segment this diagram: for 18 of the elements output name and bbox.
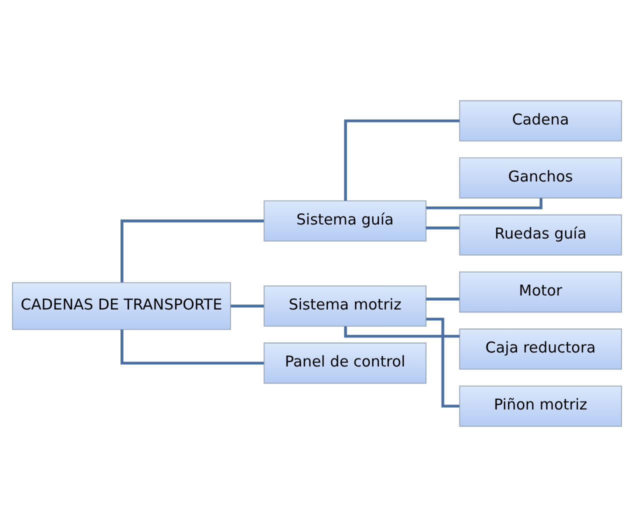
node-box: Caja reductora bbox=[459, 328, 622, 370]
connector bbox=[344, 119, 460, 201]
connector bbox=[120, 330, 264, 365]
connector bbox=[426, 298, 460, 300]
connector bbox=[230, 304, 264, 308]
node-box: Ruedas guía bbox=[459, 214, 622, 256]
node-box: Cadena bbox=[459, 100, 622, 142]
node-box: Ganchos bbox=[459, 157, 622, 198]
node-box: CADENAS DE TRANSPORTE bbox=[12, 282, 231, 330]
node-box: Sistema guía bbox=[264, 200, 426, 242]
connector bbox=[120, 220, 264, 282]
connector bbox=[426, 226, 460, 230]
node-box: Piñon motriz bbox=[459, 386, 622, 427]
node-box: Sistema motriz bbox=[264, 285, 426, 327]
node-box: Motor bbox=[459, 271, 622, 313]
connector bbox=[344, 326, 460, 338]
node-box: Panel de control bbox=[264, 342, 426, 384]
connector bbox=[426, 198, 542, 210]
